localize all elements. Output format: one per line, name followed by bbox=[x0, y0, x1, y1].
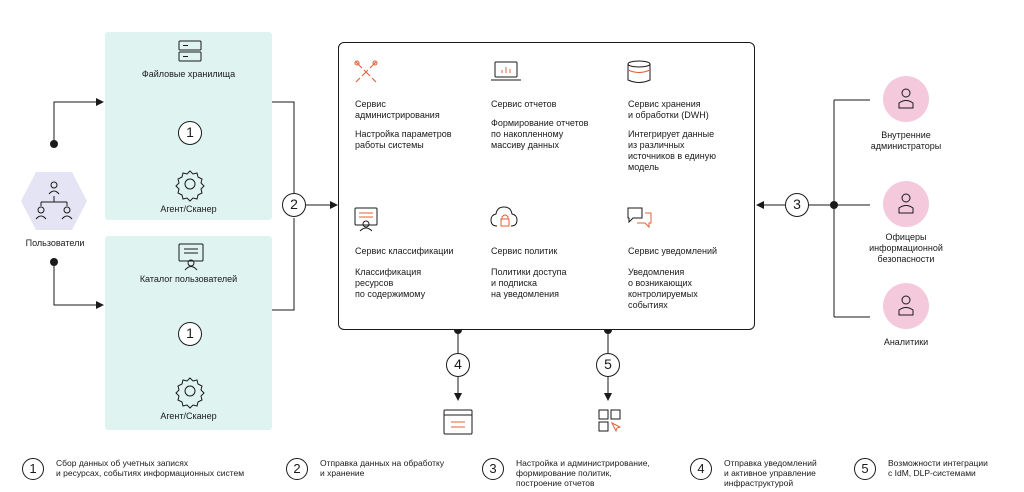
user-catalog-title: Каталог пользователей bbox=[139, 274, 238, 284]
step-5-badge: 5 bbox=[596, 353, 620, 377]
notification-service-desc: Уведомления о возникающих контролируемых… bbox=[628, 267, 698, 310]
policy-service-desc: Политики доступа и подписка на уведомлен… bbox=[491, 267, 567, 299]
step-1-badge: 1 bbox=[178, 121, 202, 145]
users-node bbox=[19, 170, 89, 232]
step-4-badge: 4 bbox=[446, 353, 470, 377]
legend-5-text: Возможности интеграции с IdM, DLP-систем… bbox=[888, 458, 988, 478]
actor-analysts-label: Аналитики bbox=[883, 337, 929, 347]
file-storage-title: Файловые хранилища bbox=[141, 69, 236, 79]
step-2-badge: 2 bbox=[282, 193, 306, 217]
admin-service-title: Сервис администрирования bbox=[355, 99, 440, 120]
dwh-service-title: Сервис хранения и обработки (DWH) bbox=[628, 99, 709, 120]
legend-1-num: 1 bbox=[22, 458, 44, 480]
actor-security-label: Офицеры информационной безопасности bbox=[869, 232, 943, 264]
step-3-badge: 3 bbox=[785, 193, 809, 217]
admin-service-desc: Настройка параметров работы системы bbox=[355, 129, 452, 150]
agent-label-bottom: Агент/Сканер bbox=[160, 411, 217, 421]
legend-3-text: Настройка и администрирование, формирова… bbox=[516, 458, 650, 488]
classification-service-desc: Классификация ресурсов по содержимому bbox=[355, 267, 426, 299]
classification-service-title: Сервис классификации bbox=[355, 246, 454, 256]
policy-service-title: Сервис политик bbox=[491, 246, 558, 256]
legend-4-num: 4 bbox=[690, 458, 712, 480]
legend-1-text: Сбор данных об учетных записях и ресурса… bbox=[56, 458, 245, 478]
legend-2-text: Отправка данных на обработку и хранение bbox=[320, 458, 445, 478]
agent-label-top: Агент/Сканер bbox=[160, 204, 217, 214]
dwh-service-desc: Интегрирует данные из различных источник… bbox=[628, 129, 716, 172]
legend-3-num: 3 bbox=[482, 458, 504, 480]
report-service-title: Сервис отчетов bbox=[491, 99, 557, 109]
step-1-badge-bottom: 1 bbox=[178, 322, 202, 346]
users-label: Пользователи bbox=[25, 238, 85, 248]
actor-admins-label: Внутренние администраторы bbox=[870, 130, 942, 151]
legend-4-text: Отправка уведомлений и активное управлен… bbox=[724, 458, 817, 488]
users-hex-icon bbox=[21, 172, 87, 230]
report-service-desc: Формирование отчетов по накопленному мас… bbox=[491, 118, 589, 150]
platform-box bbox=[338, 42, 755, 330]
legend-5-num: 5 bbox=[854, 458, 876, 480]
legend-2-num: 2 bbox=[286, 458, 308, 480]
notification-service-title: Сервис уведомлений bbox=[628, 246, 718, 256]
